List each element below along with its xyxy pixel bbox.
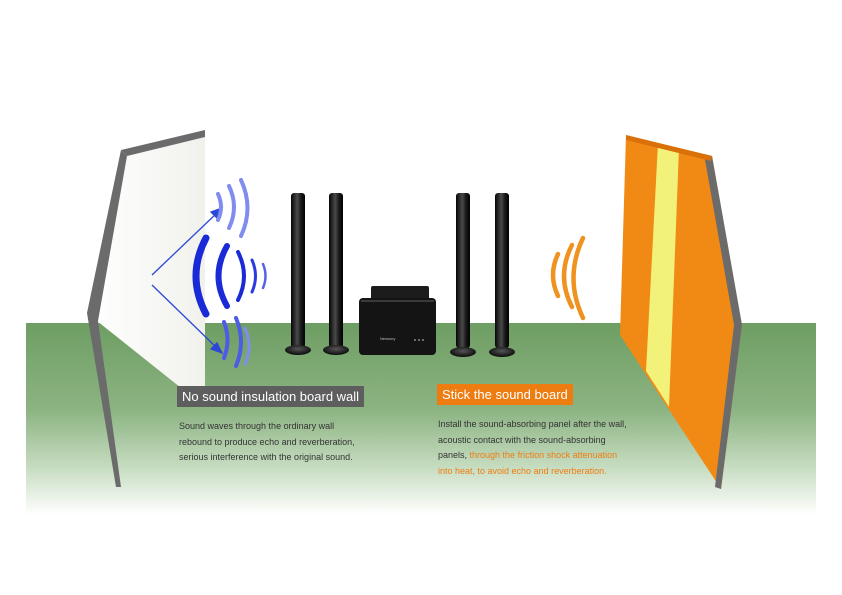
sound-wave-icon xyxy=(550,235,586,321)
sound-board-description-highlight: through the friction shock attenuation i… xyxy=(438,450,618,476)
sound-board-description-plain: Install the sound-absorbing panel after … xyxy=(438,419,627,460)
plain-wall-title: No sound insulation board wall xyxy=(177,386,365,407)
sound-wave-icon xyxy=(192,178,267,368)
plain-wall-description: Sound waves through the ordinary wall re… xyxy=(179,421,355,462)
speaker-icon xyxy=(489,193,515,357)
subwoofer-icon: Newsmy xyxy=(359,286,436,355)
subwoofer-brand: Newsmy xyxy=(380,336,395,341)
speaker-icon xyxy=(285,193,311,355)
sound-board-title: Stick the sound board xyxy=(437,384,573,405)
speaker-icon xyxy=(323,193,349,355)
arrow-icon xyxy=(151,206,224,355)
plain-wall xyxy=(87,130,205,487)
sound-absorbing-wall xyxy=(620,135,742,489)
speaker-icon xyxy=(450,193,476,357)
sound-board-description: Install the sound-absorbing panel after … xyxy=(438,417,630,479)
